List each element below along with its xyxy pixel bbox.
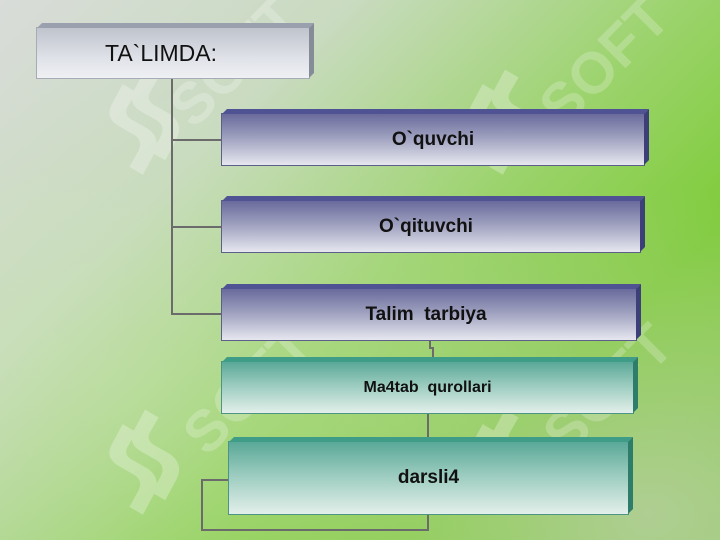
node-label: Ma4tab qurollari [363, 378, 492, 396]
node-darslik: darsli4 [228, 441, 629, 515]
root-node-label: TA`LIMDA: [105, 39, 218, 66]
node-makatab-qurollari: Ma4tab qurollari [221, 361, 634, 414]
node-label: Talim tarbiya [365, 303, 487, 325]
connector-trunk [171, 78, 222, 315]
node-label: darsli4 [397, 467, 460, 488]
node-oquvchi: O`quvchi [221, 113, 645, 166]
connector-talim-makatab [429, 340, 434, 360]
root-node: TA`LIMDA: [36, 27, 310, 79]
watermark-logo-icon [109, 409, 180, 515]
node-oqituvchi: O`qituvchi [221, 200, 641, 253]
watermark-logo-icon [109, 69, 180, 175]
node-talim-tarbiya: Talim tarbiya [221, 288, 637, 341]
node-label: O`quvchi [391, 128, 475, 150]
node-label: O`qituvchi [379, 215, 473, 237]
